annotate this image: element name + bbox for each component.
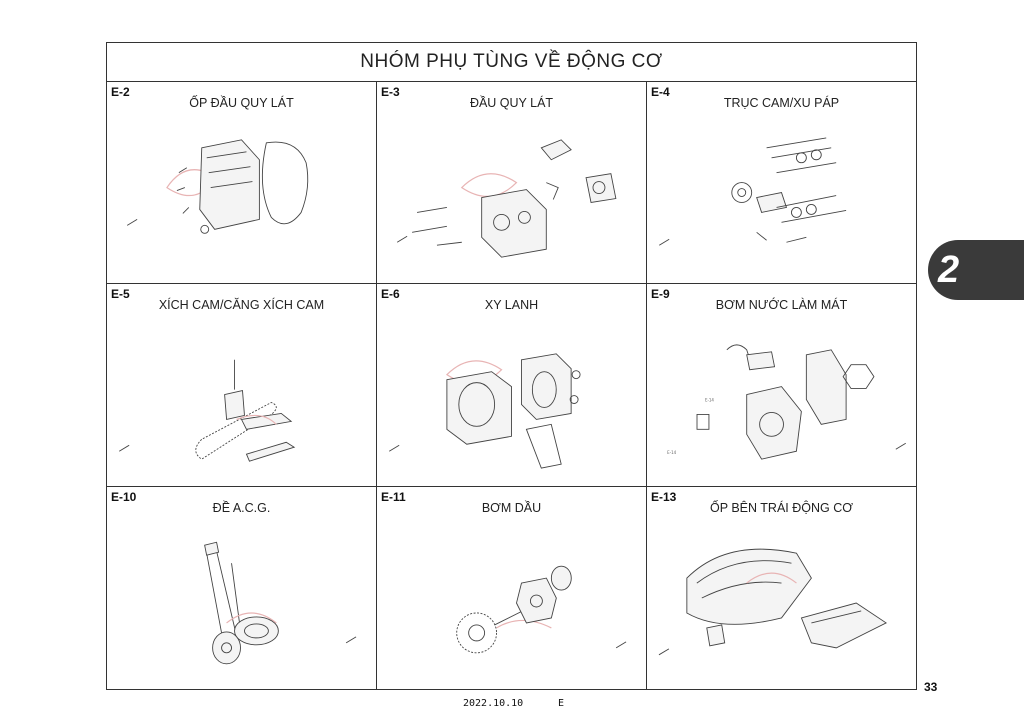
section-title: ĐẦU QUY LÁT xyxy=(469,96,554,110)
footer-date: 2022.10.10 xyxy=(463,698,524,709)
coolant-pump-diagram: E-14 E-14 xyxy=(667,344,906,460)
chapter-number: 2 xyxy=(938,248,960,291)
section-title: ỐP BÊN TRÁI ĐỘNG CƠ xyxy=(710,501,853,515)
section-code: E-4 xyxy=(651,85,670,99)
section-grid: E-2 ỐP ĐẦU QUY LÁT E-3 ĐẦU QUY LÁT xyxy=(107,82,916,689)
section-code: E-11 xyxy=(381,490,406,504)
section-code: E-2 xyxy=(111,85,130,99)
section-code: E-3 xyxy=(381,85,400,99)
section-e6[interactable]: E-6 XY LANH xyxy=(377,284,647,487)
section-title: BƠM DẦU xyxy=(481,501,542,515)
section-e11[interactable]: E-11 BƠM DẦU xyxy=(377,487,647,689)
section-e3[interactable]: E-3 ĐẦU QUY LÁT xyxy=(377,82,647,284)
section-title: ĐỀ A.C.G. xyxy=(212,501,271,515)
page-number: 33 xyxy=(924,680,938,694)
section-title: ỐP ĐẦU QUY LÁT xyxy=(189,96,294,110)
section-e5[interactable]: E-5 XÍCH CAM/CĂNG XÍCH CAM xyxy=(107,284,377,487)
footer-code: E xyxy=(558,698,565,709)
camshaft-valve-diagram xyxy=(659,137,847,246)
section-e13[interactable]: E-13 ỐP BÊN TRÁI ĐỘNG CƠ xyxy=(647,487,916,689)
section-e10[interactable]: E-10 ĐỀ A.C.G. xyxy=(107,487,377,689)
section-code: E-9 xyxy=(651,287,670,301)
acg-starter-diagram xyxy=(204,541,357,665)
section-code: E-13 xyxy=(651,490,677,504)
cam-chain-tensioner-diagram xyxy=(119,359,296,462)
section-title: TRỤC CAM/XU PÁP xyxy=(723,96,840,110)
section-code: E-10 xyxy=(111,490,137,504)
section-code: E-6 xyxy=(381,287,400,301)
left-crankcase-cover-diagram xyxy=(658,548,888,656)
section-title: XY LANH xyxy=(484,298,539,312)
section-title: BƠM NƯỚC LÀM MÁT xyxy=(715,298,848,312)
cylinder-head-diagram xyxy=(396,139,617,258)
section-e4[interactable]: E-4 TRỤC CAM/XU PÁP xyxy=(647,82,916,284)
section-title: XÍCH CAM/CĂNG XÍCH CAM xyxy=(158,298,325,312)
section-e2[interactable]: E-2 ỐP ĐẦU QUY LÁT xyxy=(107,82,377,284)
page-title: NHÓM PHỤ TÙNG VỀ ĐỘNG CƠ xyxy=(107,43,916,82)
chapter-tab[interactable]: 2 xyxy=(928,240,1024,300)
svg-text:E-14: E-14 xyxy=(705,398,714,403)
oil-pump-diagram xyxy=(456,565,627,654)
section-code: E-5 xyxy=(111,287,130,301)
parts-index-frame: NHÓM PHỤ TÙNG VỀ ĐỘNG CƠ E-2 ỐP ĐẦU QUY … xyxy=(106,42,917,690)
cylinder-head-cover-diagram xyxy=(126,139,309,234)
section-e9[interactable]: E-9 BƠM NƯỚC LÀM MÁT E-14 E-14 xyxy=(647,284,916,487)
svg-text:E-14: E-14 xyxy=(667,450,676,455)
cylinder-diagram xyxy=(389,353,581,469)
